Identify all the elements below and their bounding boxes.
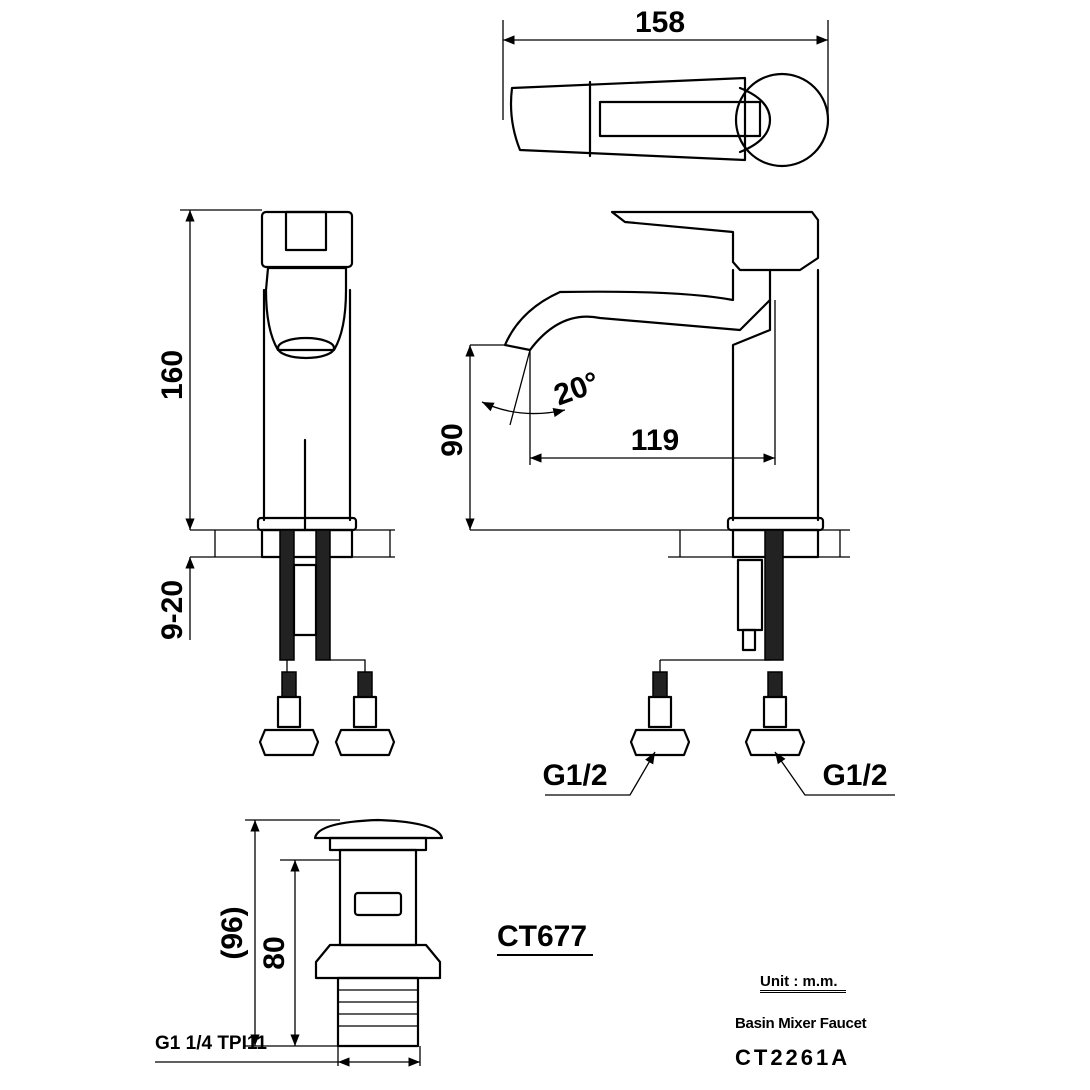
side-view: 90 119 20° G1/2 G1/2: [436, 210, 895, 796]
dim-80: 80: [258, 936, 291, 969]
dim-20-deg: 20°: [550, 366, 604, 413]
dim-160: 160: [156, 350, 189, 400]
drain-model-label: CT677: [497, 920, 594, 956]
dim-96: (96): [216, 906, 249, 959]
dim-158: 158: [635, 6, 685, 39]
inlet-left-label: G1/2: [542, 759, 607, 792]
product-name: Basin Mixer Faucet: [735, 1015, 867, 1032]
dim-90: 90: [436, 423, 469, 456]
inlet-connector: [258, 671, 320, 757]
unit-label: Unit : m.m.: [760, 973, 846, 993]
inlet-connector: [744, 671, 806, 757]
model-number: CT2261A: [735, 1045, 851, 1070]
top-view: 158: [502, 6, 830, 168]
dim-119: 119: [631, 424, 679, 457]
front-view: 160 9-20: [156, 209, 396, 757]
pop-up-drain: (96) 80: [155, 818, 444, 1067]
dim-9-20: 9-20: [156, 580, 189, 640]
inlet-right-label: G1/2: [822, 759, 887, 792]
drain-thread-label: G1 1/4 TPI11: [155, 1033, 267, 1054]
inlet-connector: [629, 671, 691, 757]
inlet-connector: [334, 671, 396, 757]
